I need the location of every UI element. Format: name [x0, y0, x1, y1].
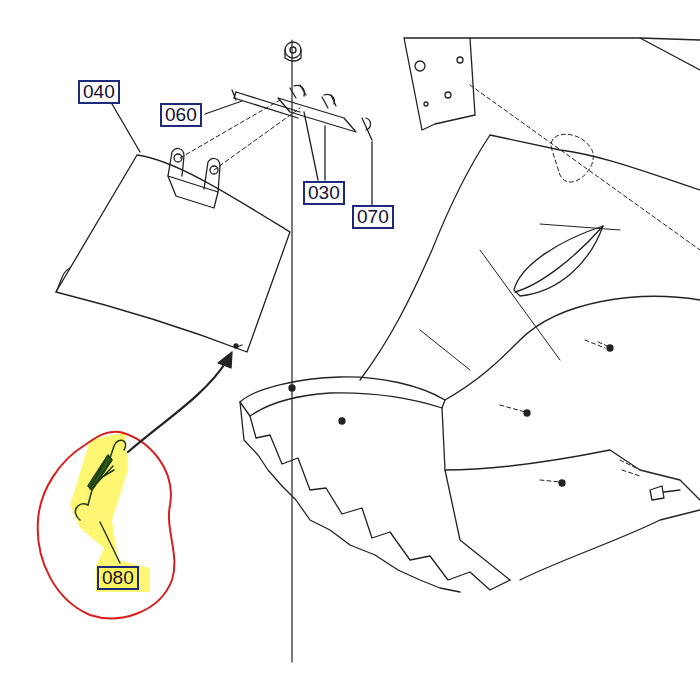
callout-number: 080	[97, 566, 139, 590]
callout-number: 070	[352, 205, 394, 229]
callout-number: 060	[160, 103, 202, 127]
callout-number: 040	[78, 80, 120, 104]
callout-number: 030	[303, 181, 345, 205]
